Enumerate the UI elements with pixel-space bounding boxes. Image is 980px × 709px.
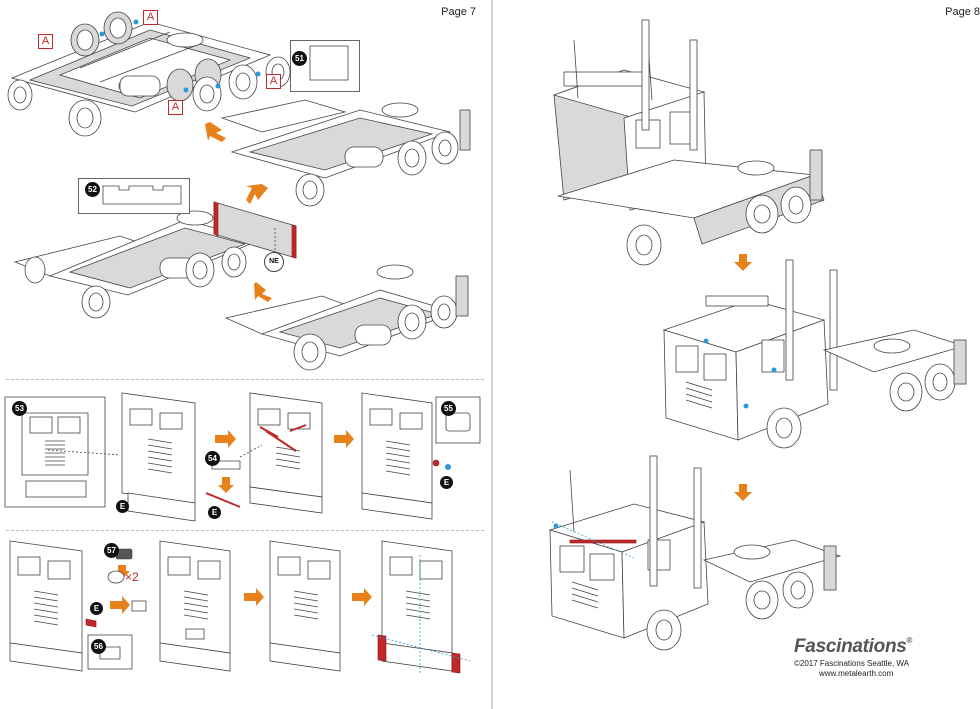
part-label-e: E [208, 506, 221, 519]
part-52-illustration [102, 185, 182, 205]
step-badge-56: 56 [91, 639, 106, 654]
part-label-a: A [143, 10, 158, 25]
part-label-a: A [38, 34, 53, 49]
chassis-exploded-illustration [7, 11, 471, 371]
page-8: Page 8 [494, 0, 980, 709]
page-7: Page 7 [4, 6, 484, 675]
page-number: Page 7 [441, 6, 476, 18]
registered-mark: ® [906, 636, 913, 645]
step-badge-51: 51 [292, 51, 307, 66]
step-badge-52: 52 [85, 182, 100, 197]
plate-51-illustration [309, 45, 349, 81]
step-badge-54: 54 [205, 451, 220, 466]
step-badge-57: 57 [104, 543, 119, 558]
section-divider [6, 379, 484, 380]
part-label-e: E [440, 476, 453, 489]
page-number: Page 8 [945, 6, 980, 18]
cab-assembly-illustration [548, 19, 967, 651]
website-link[interactable]: www.metalearth.com [819, 669, 894, 678]
copyright-text: ©2017 Fascinations Seattle, WA [794, 659, 909, 668]
grille-steps-row-2 [9, 540, 471, 675]
step-badge-55: 55 [441, 401, 456, 416]
ne-badge: NE [264, 252, 284, 272]
brand-name: Fascinations [794, 636, 907, 657]
part-label-a: A [168, 100, 183, 115]
page-spine [491, 0, 493, 709]
brand-logo: Fascinations® [794, 636, 912, 658]
step-badge-53: 53 [12, 401, 27, 416]
part-label-e: E [90, 602, 103, 615]
grille-steps-row-1 [4, 392, 481, 522]
quantity-times-two: ×2 [125, 570, 139, 584]
section-divider [6, 530, 484, 531]
part-label-e: E [116, 500, 129, 513]
part-label-a: A [266, 74, 281, 89]
